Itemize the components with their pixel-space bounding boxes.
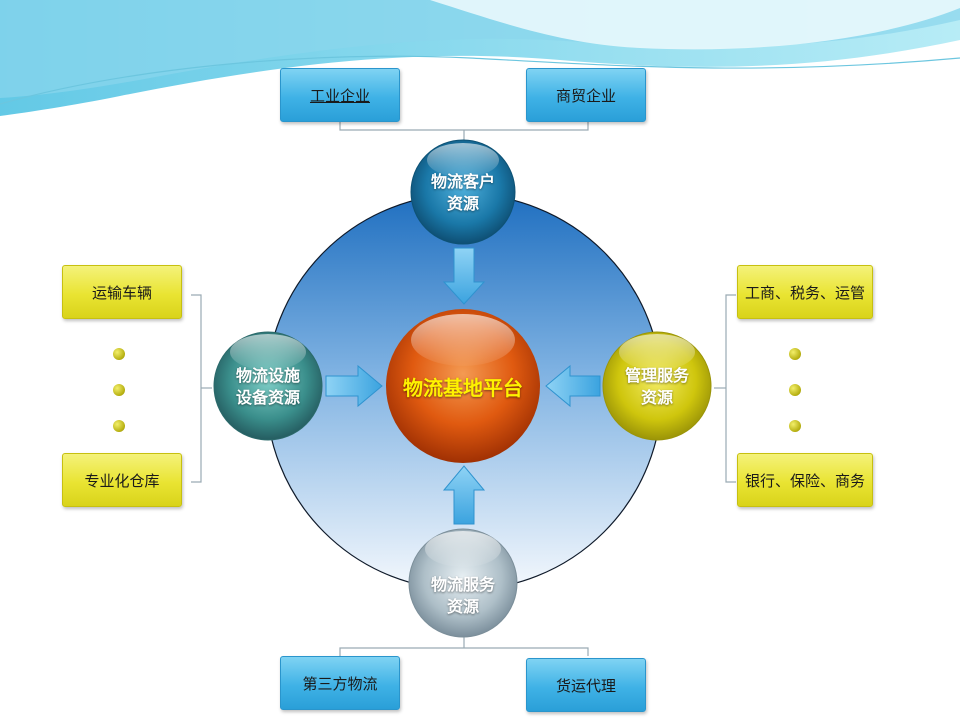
ellipsis-dot-right-1: [789, 348, 801, 360]
ellipsis-dot-left-3: [113, 420, 125, 432]
financial-services-label: 银行、保险、商务: [744, 471, 865, 490]
client-resource-line1: 物流客户: [430, 172, 495, 191]
ellipsis-dot-left-1: [113, 348, 125, 360]
client-resource-line2: 资源: [446, 194, 479, 213]
header-swoosh-decoration: [0, 0, 960, 116]
ellipsis-dot-right-3: [789, 420, 801, 432]
regulators-label: 工商、税务、运管: [744, 283, 865, 302]
service-resource-line2: 资源: [446, 597, 479, 616]
arrow-down: [442, 247, 486, 305]
industrial-enterprise-box: 工业企业: [280, 68, 400, 122]
connector-lines: [191, 122, 736, 656]
arrow-left: [545, 364, 601, 408]
service-resource-line1: 物流服务: [430, 575, 495, 594]
ellipsis-dot-right-2: [789, 384, 801, 396]
arrow-up: [442, 465, 486, 525]
transport-vehicles-label: 运输车辆: [91, 283, 152, 302]
transport-vehicles-box: 运输车辆: [62, 265, 182, 319]
facility-resource-line1: 物流设施: [235, 366, 300, 385]
third-party-logistics-box: 第三方物流: [280, 656, 400, 710]
client-resource-label: 物流客户 资源: [413, 170, 513, 216]
management-resource-line1: 管理服务: [624, 366, 689, 385]
third-party-logistics-label: 第三方物流: [302, 674, 378, 693]
management-resource-line2: 资源: [640, 388, 673, 407]
specialized-warehouse-box: 专业化仓库: [62, 453, 182, 507]
management-resource-label: 管理服务 资源: [605, 364, 709, 410]
trade-enterprise-label: 商贸企业: [555, 86, 616, 105]
management-resource-ball: [602, 331, 712, 441]
freight-forwarding-label: 货运代理: [555, 676, 616, 695]
service-resource-ball: [408, 528, 518, 638]
industrial-enterprise-label: 工业企业: [309, 86, 370, 105]
facility-resource-ball: [213, 331, 323, 441]
financial-services-box: 银行、保险、商务: [737, 453, 873, 507]
regulators-box: 工商、税务、运管: [737, 265, 873, 319]
client-resource-ball: [410, 139, 516, 245]
center-platform-label: 物流基地平台: [403, 375, 523, 400]
trade-enterprise-box: 商贸企业: [526, 68, 646, 122]
service-resource-label: 物流服务 资源: [413, 573, 513, 619]
facility-resource-label: 物流设施 设备资源: [216, 364, 320, 410]
center-platform-ball: [386, 309, 540, 463]
ellipsis-dot-left-2: [113, 384, 125, 396]
facility-resource-line2: 设备资源: [235, 388, 300, 407]
freight-forwarding-box: 货运代理: [526, 658, 646, 712]
specialized-warehouse-label: 专业化仓库: [84, 471, 160, 490]
arrow-right: [325, 364, 383, 408]
